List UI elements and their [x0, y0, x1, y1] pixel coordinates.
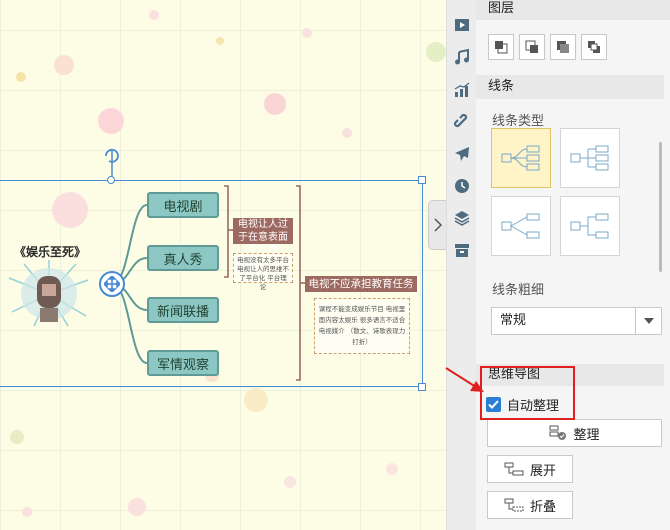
decor-dot	[10, 430, 24, 444]
resize-handle[interactable]	[418, 176, 426, 184]
line-type-option[interactable]	[560, 128, 620, 188]
auto-arrange-checkbox[interactable]: 自动整理	[486, 395, 559, 414]
selection-box[interactable]	[0, 180, 423, 387]
branch-node[interactable]: 军情观察	[147, 350, 219, 376]
decor-dot	[98, 108, 124, 134]
elbow-tree-icon	[570, 213, 609, 239]
decor-dot	[386, 463, 398, 475]
central-topic-title[interactable]: 《娱乐至死》	[13, 245, 86, 259]
decor-dot	[302, 28, 312, 38]
collapse-icon	[504, 498, 524, 512]
chevron-right-icon	[433, 218, 442, 232]
send-backward-button[interactable]	[550, 34, 576, 60]
decor-dot	[52, 192, 88, 228]
curve-tree-icon	[501, 145, 540, 171]
bracket-tree-icon	[570, 145, 609, 171]
arrange-icon	[549, 425, 567, 440]
branch-node[interactable]: 真人秀	[147, 245, 219, 271]
auto-arrange-label: 自动整理	[507, 399, 560, 414]
decor-dot	[244, 388, 268, 412]
rotate-icon	[105, 148, 119, 163]
decor-dot	[284, 476, 296, 488]
expand-button-label: 展开	[529, 463, 556, 479]
decor-dot	[426, 42, 446, 62]
expand-button[interactable]: 展开	[487, 455, 573, 483]
highlight-box	[480, 366, 575, 420]
send-back-icon	[588, 41, 600, 53]
branch-node[interactable]: 新闻联播	[147, 297, 219, 323]
mindmap-canvas[interactable]: 《娱乐至死》 电视剧 真人秀 新闻联播 军情观察 电视让人过于在意表面的东西 电…	[0, 0, 446, 530]
line-type-label: 线条类型	[492, 114, 545, 129]
decor-dot	[22, 507, 32, 517]
decor-dot	[216, 37, 224, 45]
decor-dot	[264, 93, 286, 115]
music-icon[interactable]	[453, 48, 471, 66]
panel-collapse-toggle[interactable]	[428, 200, 446, 250]
decor-dot	[16, 72, 26, 82]
send-to-back-button[interactable]	[581, 34, 607, 60]
central-topic-image[interactable]	[4, 260, 94, 328]
summary-label[interactable]: 电视不应承担教育任务	[305, 276, 417, 292]
arrange-button-label: 整理	[573, 427, 600, 443]
chevron-down-icon[interactable]	[635, 308, 661, 334]
bring-forward-icon	[525, 40, 538, 53]
link-icon[interactable]	[453, 113, 471, 131]
decor-dot	[54, 55, 74, 75]
summary-label[interactable]: 电视让人过于在意表面的东西	[233, 218, 293, 256]
line-type-option[interactable]	[560, 196, 620, 256]
properties-panel: 图层 线条 线条类型 线条粗细 常规 思维导图 自动整理 整理 展开 折叠	[476, 0, 670, 530]
bring-front-icon	[495, 41, 508, 54]
bring-forward-button[interactable]	[519, 34, 545, 60]
line-section-title: 线条	[476, 75, 664, 99]
airplane-icon[interactable]	[453, 145, 471, 163]
arrange-button[interactable]: 整理	[487, 419, 662, 447]
checkmark-icon	[486, 397, 501, 412]
resize-handle[interactable]	[107, 176, 115, 184]
summary-note[interactable]: 课程不能变成娱乐节目 电视里面内容太娱乐 很多语言不适合电视媒介 （散文、诗歌表…	[314, 298, 410, 354]
video-icon[interactable]	[453, 16, 471, 34]
chart-icon[interactable]	[453, 81, 471, 99]
layers-icon[interactable]	[453, 209, 471, 227]
decor-dot	[342, 128, 352, 138]
branch-node[interactable]: 电视剧	[147, 192, 219, 218]
scrollbar[interactable]	[659, 142, 662, 272]
line-weight-label: 线条粗细	[492, 283, 545, 298]
line-weight-value: 常规	[500, 313, 527, 328]
collapse-button[interactable]: 折叠	[487, 491, 573, 519]
move-handle[interactable]	[99, 271, 125, 297]
straight-tree-icon	[501, 213, 540, 239]
resize-handle[interactable]	[418, 383, 426, 391]
layer-section-title: 图层	[476, 0, 670, 20]
bring-to-front-button[interactable]	[488, 34, 514, 60]
line-type-option[interactable]	[491, 128, 551, 188]
decor-dot	[149, 10, 159, 20]
send-backward-icon	[557, 41, 569, 53]
expand-icon	[504, 462, 524, 476]
clock-icon[interactable]	[453, 177, 471, 195]
line-weight-select[interactable]: 常规	[491, 307, 662, 335]
decor-dot	[128, 498, 146, 516]
mindmap-section-title: 思维导图	[476, 364, 664, 386]
line-type-option[interactable]	[491, 196, 551, 256]
summary-note[interactable]: 电视没有太多平台 电视让人的思维不了平台化 平台理论	[233, 253, 293, 291]
archive-icon[interactable]	[453, 241, 471, 259]
collapse-button-label: 折叠	[529, 499, 556, 515]
side-toolbar	[446, 0, 476, 530]
move-icon	[104, 276, 120, 292]
red-arrow-icon	[445, 367, 484, 392]
